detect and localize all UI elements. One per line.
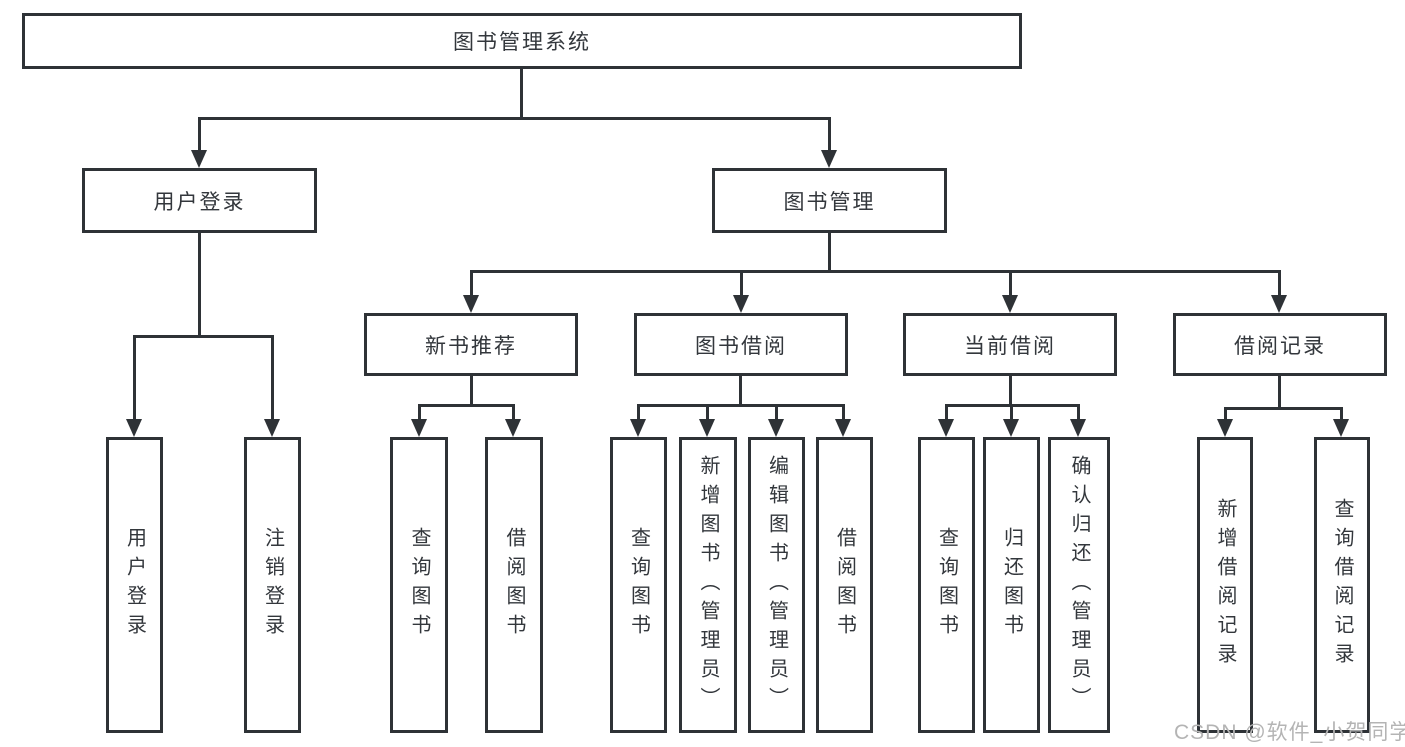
- arrow-to-bbborrow: [835, 419, 851, 437]
- arrow-to-recborrow: [505, 419, 521, 437]
- connector-to-bbadd-line: [706, 404, 709, 423]
- node-book-management-branch-label: 图书管理: [783, 190, 876, 214]
- connector-to-bbquery-line: [637, 404, 640, 423]
- arrow-to-recquery: [411, 419, 427, 437]
- connector-newbookrec-stub: [470, 376, 473, 407]
- node-leaf-bb-edit-books-admin-label: 编辑图书（管理员）: [765, 454, 788, 716]
- node-leaf-bb-query-books-label: 查询图书: [627, 527, 650, 643]
- connector-newbookrec-rail: [418, 404, 515, 407]
- node-leaf-logout: 注销登录: [244, 437, 301, 733]
- arrow-to-book-mgmt: [821, 150, 837, 168]
- connector-borrowrecord-rail: [1224, 407, 1342, 410]
- arrow-to-bbedit: [768, 419, 784, 437]
- connector-root-stub: [520, 69, 523, 120]
- node-book-management-branch: 图书管理: [712, 168, 947, 233]
- connector-to-recborrow-line: [512, 404, 515, 423]
- node-current-borrow: 当前借阅: [903, 313, 1117, 376]
- node-leaf-bb-borrow-books-label: 借阅图书: [833, 527, 856, 643]
- node-new-book-recommend: 新书推荐: [364, 313, 578, 376]
- node-book-borrow: 图书借阅: [634, 313, 848, 376]
- arrow-to-cbreturn: [1003, 419, 1019, 437]
- node-leaf-bb-add-books-admin: 新增图书（管理员）: [679, 437, 737, 733]
- node-leaf-rec-borrow-books: 借阅图书: [485, 437, 543, 733]
- node-leaf-br-add-record: 新增借阅记录: [1197, 437, 1253, 733]
- node-leaf-rec-query-books: 查询图书: [390, 437, 448, 733]
- arrow-to-login: [126, 419, 142, 437]
- arrow-to-user-login: [191, 150, 207, 168]
- node-leaf-bb-query-books: 查询图书: [610, 437, 667, 733]
- connector-to-currentborrow-line: [1009, 270, 1012, 298]
- connector-userlogin-stub: [198, 233, 201, 338]
- arrow-to-bookborrow: [733, 295, 749, 313]
- arrow-to-cbquery: [938, 419, 954, 437]
- connector-to-cbreturn-line: [1010, 404, 1013, 423]
- node-leaf-bb-add-books-admin-label: 新增图书（管理员）: [697, 454, 719, 716]
- arrow-to-bbquery: [630, 419, 646, 437]
- arrow-to-brquery: [1333, 419, 1349, 437]
- connector-to-recquery-line: [418, 404, 421, 423]
- node-leaf-cb-query-books: 查询图书: [918, 437, 975, 733]
- arrow-to-logout: [264, 419, 280, 437]
- arrow-to-currentborrow: [1002, 295, 1018, 313]
- connector-bookmgmt-stub: [828, 233, 831, 273]
- node-leaf-bb-edit-books-admin: 编辑图书（管理员）: [748, 437, 805, 733]
- connector-currentborrow-stub: [1009, 376, 1012, 407]
- node-root-label: 图书管理系统: [453, 31, 591, 54]
- node-user-login-branch: 用户登录: [82, 168, 317, 233]
- arrow-to-bradd: [1217, 419, 1233, 437]
- arrow-to-cbconfirm: [1070, 419, 1086, 437]
- connector-to-cbconfirm-line: [1077, 404, 1080, 423]
- node-leaf-cb-return-books: 归还图书: [983, 437, 1040, 733]
- node-user-login-branch-label: 用户登录: [153, 190, 246, 214]
- connector-to-user-login-line: [198, 117, 201, 153]
- connector-to-brquery-line: [1340, 407, 1343, 423]
- node-book-borrow-label: 图书借阅: [695, 334, 787, 358]
- node-leaf-logout-label: 注销登录: [261, 527, 284, 643]
- connector-bookborrow-stub: [739, 376, 742, 407]
- node-leaf-rec-borrow-books-label: 借阅图书: [503, 527, 525, 643]
- arrow-to-bbadd: [699, 419, 715, 437]
- connector-bookmgmt-rail: [470, 270, 1281, 273]
- node-borrow-record-label: 借阅记录: [1234, 334, 1326, 358]
- csdn-watermark: CSDN @软件_小贺同学: [1174, 721, 1405, 744]
- connector-root-rail: [198, 117, 830, 120]
- node-borrow-record: 借阅记录: [1173, 313, 1387, 376]
- node-leaf-user-login: 用户登录: [106, 437, 163, 733]
- node-new-book-recommend-label: 新书推荐: [425, 334, 517, 358]
- node-leaf-br-add-record-label: 新增借阅记录: [1214, 498, 1236, 672]
- node-current-borrow-label: 当前借阅: [964, 334, 1056, 358]
- connector-userlogin-rail: [133, 335, 273, 338]
- connector-to-bbborrow-line: [842, 404, 845, 423]
- connector-to-bradd-line: [1224, 407, 1227, 423]
- connector-borrowrecord-stub: [1278, 376, 1281, 410]
- connector-to-bookborrow-line: [740, 270, 743, 298]
- node-leaf-cb-confirm-return-admin: 确认归还（管理员）: [1048, 437, 1110, 733]
- node-leaf-cb-confirm-return-admin-label: 确认归还（管理员）: [1068, 454, 1090, 716]
- node-leaf-bb-borrow-books: 借阅图书: [816, 437, 873, 733]
- node-leaf-br-query-record: 查询借阅记录: [1314, 437, 1370, 733]
- connector-to-login-line: [133, 335, 136, 423]
- arrow-to-newbookrec: [463, 295, 479, 313]
- connector-bookborrow-rail: [637, 404, 845, 407]
- node-leaf-br-query-record-label: 查询借阅记录: [1331, 498, 1353, 672]
- connector-to-book-mgmt-line: [828, 117, 831, 153]
- arrow-to-borrowrecord: [1271, 295, 1287, 313]
- node-root-system: 图书管理系统: [22, 13, 1022, 69]
- connector-to-logout-line: [271, 335, 274, 423]
- node-leaf-cb-query-books-label: 查询图书: [935, 527, 958, 643]
- connector-to-borrowrecord-line: [1278, 270, 1281, 298]
- connector-to-newbookrec-line: [470, 270, 473, 298]
- node-leaf-user-login-label: 用户登录: [123, 527, 146, 643]
- node-leaf-cb-return-books-label: 归还图书: [1000, 527, 1023, 643]
- node-leaf-rec-query-books-label: 查询图书: [408, 527, 430, 643]
- connector-to-bbedit-line: [775, 404, 778, 423]
- connector-to-cbquery-line: [945, 404, 948, 423]
